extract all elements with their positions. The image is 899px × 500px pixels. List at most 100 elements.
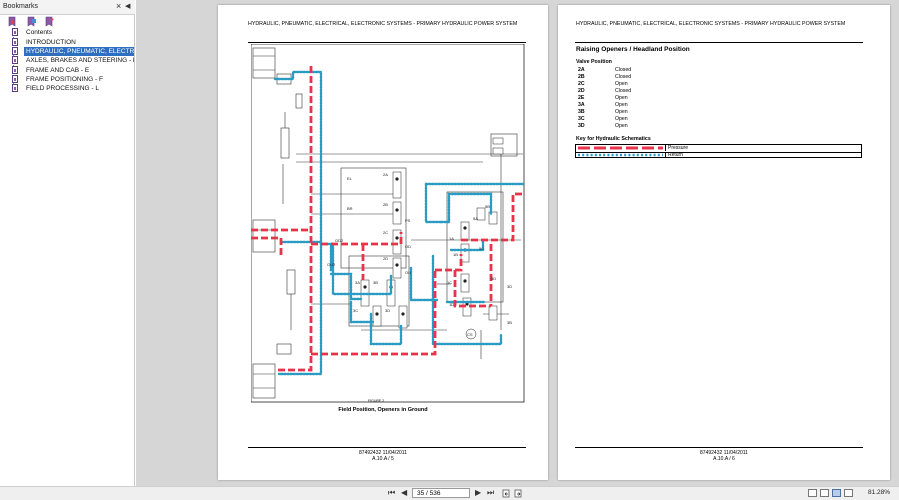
- bookmarks-title: Bookmarks: [3, 3, 39, 10]
- zoom-level[interactable]: 81.28%: [868, 489, 891, 496]
- header-rule: [575, 42, 863, 43]
- bookmark-icon: [12, 38, 18, 46]
- bookmark-frame-positioning[interactable]: FRAME POSITIONING - F: [8, 75, 134, 84]
- valve-state: Open: [615, 116, 628, 122]
- svg-text:1A: 1A: [449, 236, 454, 241]
- bookmarks-header: Bookmarks × ◀: [0, 0, 135, 15]
- svg-text:3D: 3D: [385, 308, 390, 313]
- bookmark-icon: [12, 84, 18, 92]
- expand-bookmark-icon[interactable]: [26, 16, 37, 27]
- close-panel-icon[interactable]: ×: [116, 1, 122, 11]
- bookmark-field-processing[interactable]: FIELD PROCESSING - L: [8, 84, 134, 93]
- continuous-view-icon[interactable]: [820, 489, 829, 497]
- valve-state: Closed: [615, 88, 632, 94]
- next-page-button[interactable]: ▶: [475, 488, 482, 497]
- section-title: Raising Openers / Headland Position: [576, 46, 690, 53]
- schematic-key-table: Pressure Return: [575, 144, 862, 158]
- valve-id: 3A: [578, 102, 585, 108]
- svg-text:OD2: OD2: [335, 238, 344, 243]
- svg-text:5C: 5C: [479, 246, 484, 251]
- svg-text:5B: 5B: [485, 204, 490, 209]
- svg-text:BR: BR: [347, 206, 353, 211]
- new-bookmark-icon[interactable]: [44, 16, 55, 27]
- svg-text:2B: 2B: [383, 202, 388, 207]
- facing-view-icon[interactable]: [832, 489, 841, 497]
- page-number-text: 35 / 536: [417, 490, 441, 497]
- bookmark-icon: [12, 66, 18, 74]
- valve-state: Open: [615, 123, 628, 129]
- bookmarks-panel: Bookmarks × ◀ Contents INTRODUCTION HYDR…: [0, 0, 135, 488]
- svg-text:EL: EL: [347, 176, 353, 181]
- svg-text:2D: 2D: [383, 256, 388, 261]
- svg-text:OU: OU: [405, 270, 411, 275]
- key-row-pressure: Pressure: [576, 145, 861, 153]
- bookmark-hydraulic-systems[interactable]: HYDRAULIC, PNEUMATIC, ELECTRICAL, ELECTR…: [8, 47, 134, 56]
- back-view-icon[interactable]: [502, 489, 511, 498]
- return-line-swatch: [578, 152, 666, 158]
- valve-id: 2B: [578, 74, 585, 80]
- valve-state: Closed: [615, 67, 632, 73]
- svg-text:3B: 3B: [373, 280, 378, 285]
- footer-page-number: A.10.A / 6: [713, 456, 735, 462]
- footer-rule: [248, 447, 526, 448]
- svg-text:5D: 5D: [491, 276, 496, 281]
- bookmark-label: FRAME AND CAB - E: [26, 67, 90, 74]
- valve-state: Open: [615, 109, 628, 115]
- pressure-line-swatch: [578, 145, 666, 151]
- bookmark-label: HYDRAULIC, PNEUMATIC, ELECTRICAL, ELECTR…: [24, 47, 134, 56]
- bookmark-icon: [12, 47, 18, 55]
- bookmark-options-icon[interactable]: [7, 16, 18, 27]
- key-row-return: Return: [576, 152, 861, 159]
- document-view[interactable]: HYDRAULIC, PNEUMATIC, ELECTRICAL, ELECTR…: [136, 0, 899, 486]
- pdf-page-6: HYDRAULIC, PNEUMATIC, ELECTRICAL, ELECTR…: [558, 5, 890, 480]
- valve-state: Open: [615, 81, 628, 87]
- svg-text:1B: 1B: [453, 252, 458, 257]
- valve-id: 2C: [578, 81, 585, 87]
- svg-text:3A: 3A: [355, 280, 360, 285]
- valve-state: Open: [615, 102, 628, 108]
- footer-page-number: A.10.A / 5: [372, 456, 394, 462]
- header-rule: [248, 42, 526, 43]
- svg-text:CS: CS: [467, 332, 473, 337]
- valve-id: 3C: [578, 116, 585, 122]
- valve-state: Closed: [615, 74, 632, 80]
- bookmark-icon: [12, 56, 18, 64]
- figure-id: FIGURE 2: [368, 399, 385, 403]
- page-header: HYDRAULIC, PNEUMATIC, ELECTRICAL, ELECTR…: [576, 21, 846, 27]
- svg-text:5A: 5A: [473, 216, 478, 221]
- bookmark-axles-brakes[interactable]: AXLES, BRAKES AND STEERING - D: [8, 56, 134, 65]
- pdf-page-5: HYDRAULIC, PNEUMATIC, ELECTRICAL, ELECTR…: [218, 5, 548, 480]
- valve-id: 3D: [578, 123, 585, 129]
- svg-text:1C: 1C: [447, 280, 452, 285]
- forward-view-icon[interactable]: [514, 489, 523, 498]
- svg-text:2C: 2C: [383, 230, 388, 235]
- valve-position-title: Valve Position: [576, 59, 612, 65]
- bookmark-introduction[interactable]: INTRODUCTION: [8, 38, 134, 47]
- bookmark-label: INTRODUCTION: [26, 39, 76, 46]
- key-label: Return: [668, 152, 684, 158]
- svg-text:OD: OD: [405, 244, 411, 249]
- bookmark-contents[interactable]: Contents: [8, 28, 134, 37]
- valve-id: 2E: [578, 95, 585, 101]
- bookmark-label: AXLES, BRAKES AND STEERING - D: [26, 57, 134, 64]
- previous-page-button[interactable]: ◀: [401, 488, 408, 497]
- bookmark-label: FIELD PROCESSING - L: [26, 85, 99, 92]
- svg-text:PS: PS: [405, 218, 411, 223]
- bookmark-frame-cab[interactable]: FRAME AND CAB - E: [8, 66, 134, 75]
- key-title: Key for Hydraulic Schematics: [576, 136, 651, 142]
- footer-doc-id: 87492432 11/04/2011: [700, 450, 748, 456]
- bookmark-label: Contents: [26, 29, 53, 36]
- last-page-button[interactable]: ⏭: [487, 488, 495, 497]
- collapse-panel-icon[interactable]: ◀: [125, 3, 131, 10]
- footer-rule: [575, 447, 863, 448]
- continuous-facing-view-icon[interactable]: [844, 489, 853, 497]
- first-page-button[interactable]: ⏮: [388, 488, 396, 497]
- bookmarks-toolbar: [0, 15, 135, 29]
- page-header: HYDRAULIC, PNEUMATIC, ELECTRICAL, ELECTR…: [248, 21, 518, 27]
- single-page-view-icon[interactable]: [808, 489, 817, 497]
- page-number-input[interactable]: 35 / 536: [412, 488, 470, 498]
- navigation-bar: ⏮ ◀ 35 / 536 ▶ ⏭ 81.28%: [0, 486, 899, 500]
- valve-id: 2A: [578, 67, 585, 73]
- svg-text:OU2: OU2: [327, 262, 336, 267]
